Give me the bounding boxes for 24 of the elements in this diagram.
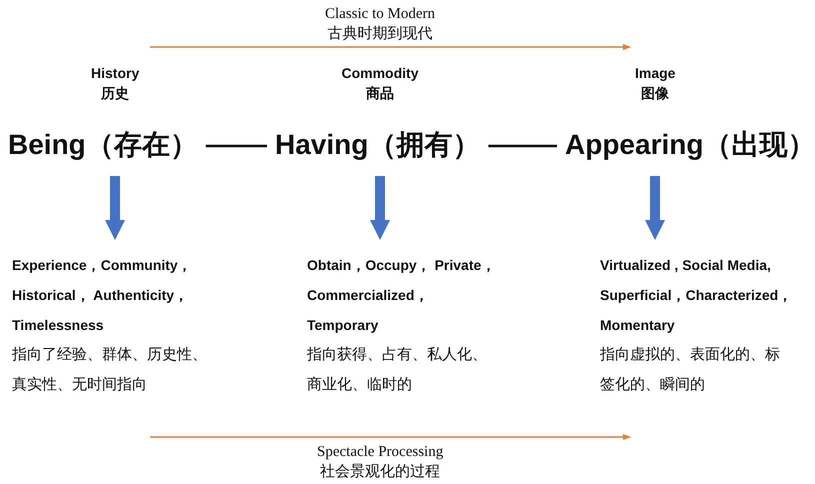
arrow-caption: 社会景观化的过程 — [320, 462, 440, 482]
down-arrow — [370, 176, 390, 240]
arrow-caption: Classic to Modern — [325, 5, 435, 24]
category-heading: 图像 — [641, 84, 669, 103]
down-arrow — [105, 176, 125, 240]
description-text: 指向获得、占有、私人化、商业化、临时的 — [307, 345, 488, 395]
category-heading: Commodity — [342, 64, 418, 83]
keyword-list: Experience，Community， Historical， Authenticity， Timelessness — [12, 250, 230, 340]
down-arrow — [645, 176, 665, 240]
keyword-list: Virtualized , Social Media, Superficial，Characterized， Momentary — [600, 250, 815, 340]
arrow-caption: 古典时期到现代 — [328, 24, 432, 44]
category-heading: History — [91, 64, 140, 83]
concept-title: Having（拥有） — [275, 128, 480, 162]
category-heading: 历史 — [101, 84, 129, 103]
concept-title: Appearing（出现） — [565, 128, 815, 162]
connector-line — [206, 144, 267, 148]
description-text: 指向了经验、群体、历史性、真实性、无时间指向 — [12, 345, 208, 395]
category-heading: 商品 — [366, 84, 394, 103]
connector-line — [488, 144, 557, 148]
concept-title: Being（存在） — [8, 128, 198, 162]
description-text: 指向虚拟的、表面化的、标签化的、瞬间的 — [600, 345, 781, 395]
keyword-list: Obtain，Occupy， Private，Commercialized， Temporary — [307, 250, 499, 340]
category-heading: Image — [635, 64, 676, 83]
arrow-caption: Spectacle Processing — [317, 443, 444, 462]
